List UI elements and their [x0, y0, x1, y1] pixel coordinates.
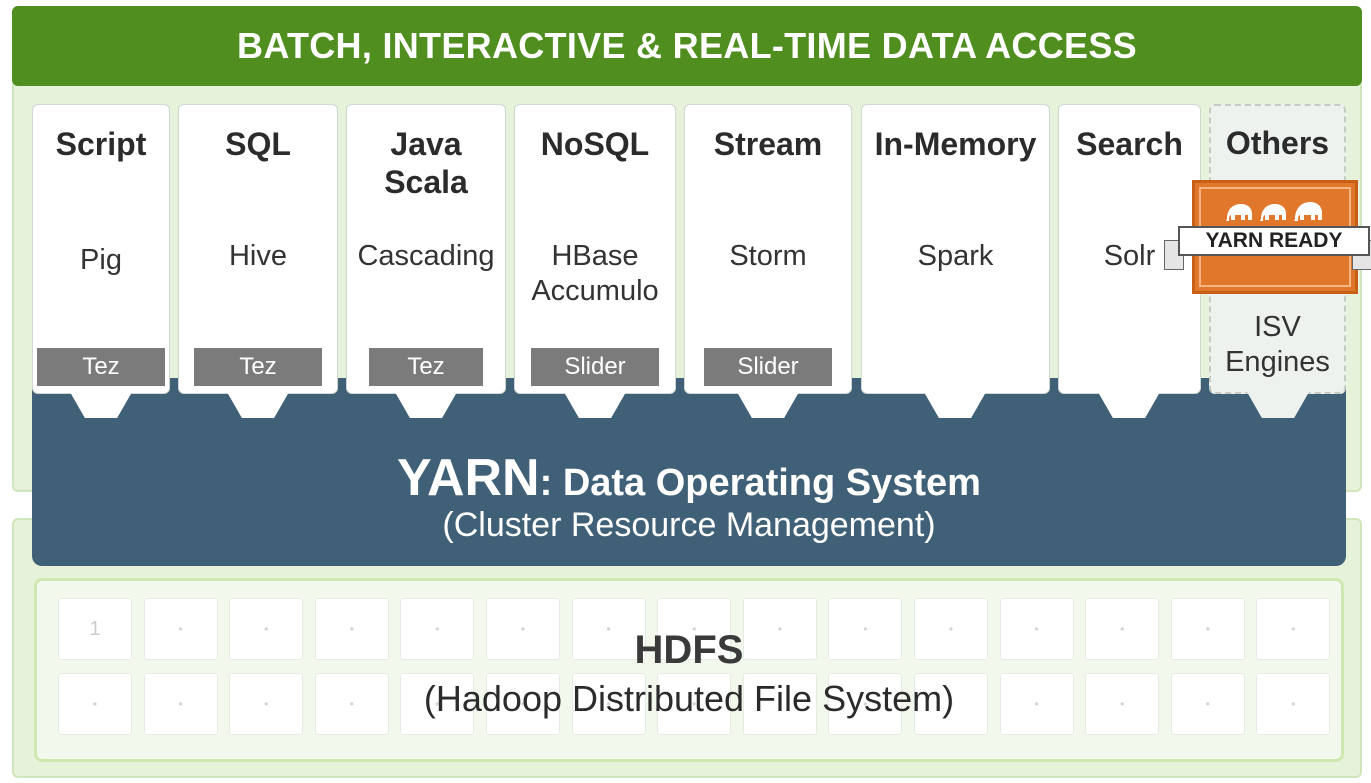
- column-engine: Solr: [1103, 240, 1156, 272]
- yarn-title-rest: : Data Operating System: [539, 462, 981, 504]
- column-script: Script Pig Tez: [32, 104, 170, 394]
- hdfs-block: •: [914, 598, 988, 660]
- elephants-icon: [1226, 202, 1322, 221]
- column-runtime-tag: Slider: [704, 348, 832, 386]
- column-stream: Stream Storm Slider: [684, 104, 852, 394]
- hdfs-block: •: [571, 598, 646, 660]
- yarn-title-name: YARN: [397, 449, 540, 507]
- column-engine: Cascading: [357, 240, 495, 272]
- column-runtime-tag: Tez: [194, 348, 322, 386]
- hdfs-block: •: [486, 673, 560, 735]
- column-java-scala: Java Scala Cascading Tez: [346, 104, 506, 394]
- hdfs-block: •: [914, 673, 988, 735]
- hdfs-block: •: [742, 673, 817, 735]
- yarn-ready-label: YARN READY: [1178, 226, 1370, 256]
- column-engine: Pig: [80, 244, 122, 276]
- column-title: Java Scala: [384, 126, 468, 200]
- hdfs-block: •: [229, 598, 304, 660]
- column-title: Script: [55, 126, 147, 162]
- hdfs-block: •: [742, 598, 817, 660]
- data-access-banner: BATCH, INTERACTIVE & REAL-TIME DATA ACCE…: [12, 6, 1362, 86]
- column-title: Stream: [713, 126, 823, 162]
- hdfs-block: •: [657, 673, 732, 735]
- hdfs-subtitle: (Hadoop Distributed File System): [423, 678, 955, 719]
- hdfs-block: •: [1256, 598, 1331, 660]
- hdfs-block: •: [1170, 598, 1245, 660]
- column-in-memory: In-Memory Spark: [861, 104, 1050, 394]
- hdfs-block: •: [828, 673, 903, 735]
- column-runtime-tag: Slider: [531, 348, 659, 386]
- hdfs-block: •: [1085, 598, 1160, 660]
- hdfs-block: •: [1256, 673, 1331, 735]
- column-engine: ISV Engines: [1225, 311, 1330, 378]
- column-engine: Hive: [228, 240, 287, 272]
- hdfs-block: •: [143, 673, 218, 735]
- column-search: Search Solr: [1058, 104, 1201, 394]
- hdfs-block: •: [314, 673, 389, 735]
- hdfs-block: •: [229, 673, 304, 735]
- column-title: Search: [1076, 126, 1183, 162]
- column-runtime-tag: Tez: [37, 348, 165, 386]
- column-nosql: NoSQL HBase Accumulo Slider: [514, 104, 676, 394]
- hdfs-block: •: [999, 598, 1074, 660]
- hdfs-block: •: [400, 673, 475, 735]
- column-title: Others: [1225, 125, 1330, 161]
- hdfs-block: •: [571, 673, 646, 735]
- hdfs-block: •: [1085, 673, 1160, 735]
- hdfs-block: •: [828, 598, 903, 660]
- hdfs-block: •: [1170, 673, 1245, 735]
- hdfs-block: •: [999, 673, 1074, 735]
- column-runtime-tag: Tez: [369, 348, 483, 386]
- column-title: SQL: [225, 126, 291, 162]
- column-engine: Spark: [917, 240, 994, 272]
- hdfs-block: •: [143, 598, 218, 660]
- hdfs-block: •: [314, 598, 389, 660]
- column-sql: SQL Hive Tez: [178, 104, 338, 394]
- column-engine: HBase Accumulo: [531, 240, 659, 307]
- hdfs-block: •: [486, 598, 560, 660]
- hdfs-block: •: [400, 598, 475, 660]
- column-engine: Storm: [729, 240, 807, 272]
- column-title: NoSQL: [540, 126, 650, 162]
- column-title: In-Memory: [874, 126, 1037, 162]
- hdfs-title: HDFS: [634, 628, 744, 672]
- hdfs-block: •: [58, 673, 132, 735]
- yarn-subtitle: (Cluster Resource Management): [442, 506, 936, 544]
- yarn-title: YARN: Data Operating System: [32, 448, 1346, 508]
- hdfs-block: 1: [58, 598, 132, 660]
- hdfs-block: •: [657, 598, 732, 660]
